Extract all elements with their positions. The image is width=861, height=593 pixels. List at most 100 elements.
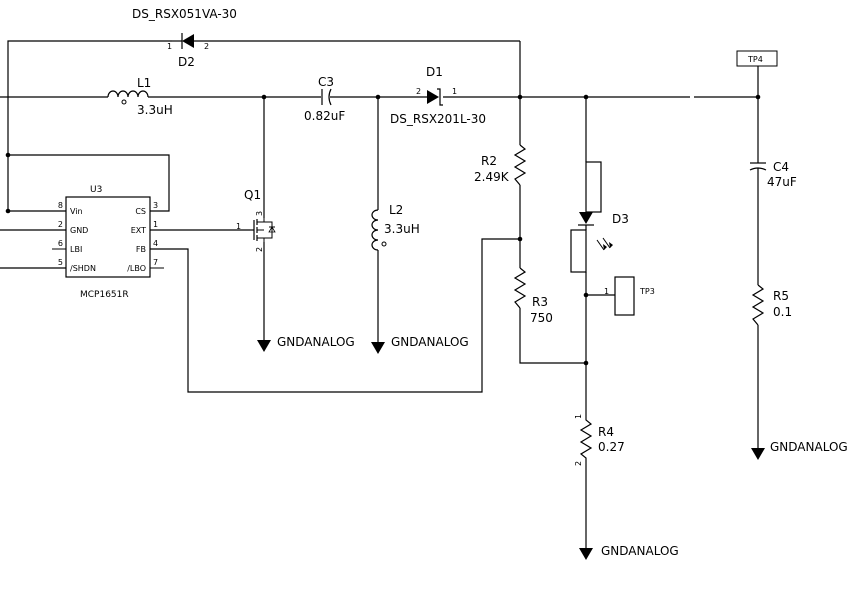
l2-ref-label: L2 [389,203,403,217]
capacitor-c4: C4 47uF [749,160,797,189]
c3-ref-label: C3 [318,75,334,89]
u3-pin-num: 7 [153,258,158,267]
r3-ref-label: R3 [532,295,548,309]
diode-d2: DS_RSX051VA-30 D2 1 2 [132,7,237,69]
q1-pin2: 2 [255,247,264,252]
u3-pin-num: 3 [153,201,158,210]
d2-ref-label: D2 [178,55,195,69]
r4-pin1: 1 [574,414,583,419]
mosfet-q1: Q1 1 3 2 [236,188,276,252]
ground-label: GNDANALOG [770,440,848,454]
u3-pin-name: GND [70,226,88,235]
junction-dot [583,292,589,298]
l1-ref-label: L1 [137,76,151,90]
capacitor-c3: C3 0.82uF [304,75,345,123]
d3-ray-1 [596,239,605,251]
r3-zigzag [513,267,527,309]
junction-dot [517,236,523,242]
r5-zigzag [751,284,765,326]
junction-dot [583,94,589,100]
u3-pin-num: 6 [58,239,63,248]
r5-ref-label: R5 [773,289,789,303]
u3-pin-name: Vin [70,207,83,216]
resistor-r5: R5 0.1 [751,284,792,326]
u3-pin-num: 5 [58,258,63,267]
q1-pin1: 1 [236,222,241,231]
junctions [5,94,761,366]
d3-upper-box [585,161,602,213]
testpoint-tp4: TP4 [736,50,778,67]
wire-r3-bottom [519,308,586,364]
tp3-box [614,276,635,316]
ground-label: GNDANALOG [391,335,469,349]
q1-body-diode [268,226,276,233]
resistor-r2: R2 2.49K [474,144,527,186]
c3-plate-right [328,88,332,106]
c4-ref-label: C4 [773,160,789,174]
u3-pin-num: 4 [153,239,158,248]
c3-value-label: 0.82uF [304,109,345,123]
led-d3: D3 [570,161,629,273]
tp4-label: TP4 [747,55,763,64]
u3-pin-num: 1 [153,220,158,229]
ic-u3: U3 MCP1651R 8 Vin 2 GND 6 LBI 5 /SHDN 3 … [52,185,164,300]
ground-symbol [371,342,385,354]
r4-pin2: 2 [574,461,583,466]
testpoint-tp3: 1 TP3 [604,276,655,316]
ground-r4: GNDANALOG [579,544,679,560]
inductor-l1: L1 3.3uH [107,76,173,117]
d3-ray-arrow-2 [609,242,613,248]
l2-coil [371,209,379,251]
junction-dot [5,208,11,214]
c4-value-label: 47uF [767,175,797,189]
d1-pin1: 1 [452,87,457,96]
resistor-r4: R4 0.27 1 2 [574,414,625,466]
r5-value-label: 0.1 [773,305,792,319]
q1-body-diode-wire [264,221,273,239]
r4-ref-label: R4 [598,425,614,439]
l1-coil [107,90,149,98]
junction-dot [755,94,761,100]
diode-d1: D1 DS_RSX201L-30 2 1 [390,65,486,126]
u3-pin-name: CS [135,207,146,216]
u3-pin-name: /LBO [127,264,146,273]
junction-dot [5,152,11,158]
l1-polarity-dot [121,99,127,105]
q1-drain-bond [257,218,265,223]
inductor-l2: L2 3.3uH [371,203,420,251]
ground-r5: GNDANALOG [751,440,848,460]
wire-cs [8,154,170,212]
d3-ray-arrow-1 [603,244,607,250]
r3-value-label: 750 [530,311,553,325]
ground-q1: GNDANALOG [257,335,355,352]
junction-dot [375,94,381,100]
junction-dot [517,94,523,100]
d3-ref-label: D3 [612,212,629,226]
ground-label: GNDANALOG [601,544,679,558]
resistor-r3: R3 750 [513,267,553,325]
r4-value-label: 0.27 [598,440,625,454]
d1-part-label: DS_RSX201L-30 [390,112,486,126]
ground-symbol [579,548,593,560]
d2-triangle [182,34,194,48]
u3-pin-name: FB [136,245,146,254]
u3-ref-label: U3 [90,185,102,195]
u3-part-label: MCP1651R [80,290,129,300]
q1-ref-label: Q1 [244,188,261,202]
d2-pin2: 2 [204,42,209,51]
u3-pin-num: 8 [58,201,63,210]
ground-symbol [257,340,271,352]
d1-pin2: 2 [416,87,421,96]
l1-value-label: 3.3uH [137,103,173,117]
tp3-pin: 1 [604,287,609,296]
d1-schottky-bar [437,88,443,106]
u3-pin-name: /SHDN [70,264,96,273]
tp3-label: TP3 [639,287,655,296]
d2-part-label: DS_RSX051VA-30 [132,7,237,21]
d3-ray-2 [602,237,611,249]
u3-body [65,196,151,278]
d3-lower-box [570,229,587,273]
wires [0,40,759,548]
ground-symbol [751,448,765,460]
r4-zigzag [579,415,593,460]
